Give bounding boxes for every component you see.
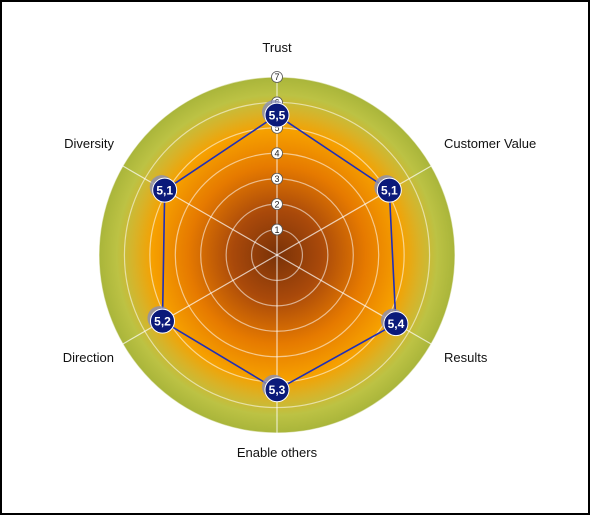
axis-label: Enable others <box>237 445 318 460</box>
tick-label: 2 <box>274 199 279 209</box>
data-point <box>152 177 178 203</box>
data-label: 5,2 <box>154 314 171 328</box>
axis-label: Direction <box>63 350 114 365</box>
axis-spoke <box>276 165 432 256</box>
tick-badge <box>271 223 283 236</box>
axis-spoke <box>122 165 278 256</box>
data-markers: 5,5 5,1 5,4 5,3 5,2 5,1 <box>147 100 409 403</box>
data-label: 5,3 <box>269 383 286 397</box>
data-label: 5,1 <box>381 183 398 197</box>
data-label: 5,1 <box>156 183 173 197</box>
data-point <box>376 177 402 203</box>
tick-label: 4 <box>274 148 279 158</box>
tick-badge <box>271 147 283 160</box>
axis-label: Customer Value <box>444 136 536 151</box>
axis-spoke <box>122 254 278 345</box>
data-point <box>383 311 409 337</box>
tick-badge <box>271 172 283 185</box>
data-label: 5,5 <box>269 108 286 122</box>
data-point <box>264 102 290 128</box>
tick-label: 7 <box>274 72 279 82</box>
axis-label: Trust <box>262 40 292 55</box>
tick-badge <box>271 198 283 211</box>
tick-labels: 1234567 <box>271 71 283 236</box>
tick-badge <box>271 71 283 83</box>
axis-label: Diversity <box>64 136 114 151</box>
data-label: 5,4 <box>388 317 405 331</box>
data-point <box>264 377 290 403</box>
data-point <box>149 308 175 334</box>
tick-label: 3 <box>274 174 279 184</box>
tick-label: 5 <box>274 123 279 133</box>
axis-label: Results <box>444 350 488 365</box>
tick-label: 1 <box>274 225 279 235</box>
